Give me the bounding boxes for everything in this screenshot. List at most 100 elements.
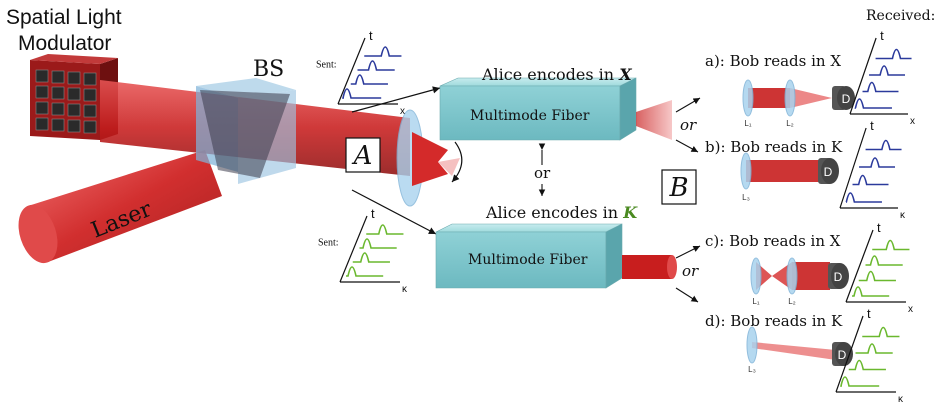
alice-x-label: Alice encodes in X [481, 65, 632, 84]
pulse-trace [869, 65, 906, 76]
pulse-trace [854, 98, 892, 109]
axis-t-label: t [877, 220, 881, 235]
pulse-trace [346, 266, 384, 277]
pulse-trace [359, 238, 397, 249]
slm-pixel-grid [35, 69, 97, 134]
slm-pixel [35, 69, 49, 83]
slm-label-line2: Modulator [18, 32, 111, 55]
case-c-optics: D L₁ L₂ [750, 257, 849, 306]
axis-x-label: κ [900, 210, 906, 221]
svg-text:L₃: L₃ [742, 193, 750, 202]
case-b-label: b): Bob reads in K [705, 138, 843, 156]
laser-beam [18, 150, 222, 264]
axis-x-label: x [910, 116, 915, 127]
pulse-trace [865, 255, 903, 266]
fiber-k [435, 223, 677, 289]
pulse-trace [875, 48, 912, 60]
arrow-case-d [675, 287, 699, 303]
alice-k-label: Alice encodes in K [485, 203, 638, 222]
pulse-trace [872, 239, 910, 251]
pulse-trace [352, 252, 390, 263]
detector-d: D [832, 342, 853, 366]
slm-pixel [51, 70, 65, 84]
slm-pixel [51, 86, 65, 100]
svg-text:D: D [842, 92, 851, 106]
pulse-trace [366, 224, 404, 235]
svg-text:L₁: L₁ [744, 119, 751, 128]
beam-splitter [196, 78, 296, 184]
pulse-trace [357, 60, 395, 71]
point-a-box: A [345, 137, 381, 173]
slm-pixel [67, 119, 81, 133]
point-a-label: A [352, 141, 373, 171]
svg-text:D: D [824, 165, 833, 179]
lens-a [396, 109, 463, 207]
slm-pixel [35, 101, 49, 115]
pulse-trace [862, 326, 900, 338]
arrow-to-fiber-k [351, 189, 437, 235]
pulse-trace [342, 88, 382, 99]
axis-x-label: κ [898, 394, 904, 405]
point-b-label: B [668, 173, 688, 203]
axis-t-label: t [369, 28, 373, 43]
pulse-trace [852, 286, 890, 297]
svg-text:L₃: L₃ [748, 365, 756, 374]
axis-t-line [339, 215, 368, 283]
received-label: Received: [866, 8, 935, 24]
pulse-trace [865, 139, 902, 151]
slm-pixel [35, 85, 49, 99]
fiber-x-label: Multimode Fiber [470, 108, 590, 124]
pulse-trace [855, 343, 893, 354]
arrow-case-c [675, 245, 701, 259]
detector-b: D [818, 158, 839, 184]
spatial-light-modulator [30, 54, 118, 140]
pulse-trace [852, 174, 889, 186]
pulse-trace [845, 192, 882, 203]
detector-c: D [828, 263, 849, 289]
arrow-case-a [675, 97, 701, 113]
svg-text:L₂: L₂ [786, 119, 794, 128]
axis-t-line [849, 37, 877, 115]
slm-pixel [83, 72, 97, 86]
fiber-k-label: Multimode Fiber [468, 252, 588, 268]
axis-t-line [835, 315, 864, 393]
fiber-x [439, 77, 672, 141]
received-plot-a: tx [849, 28, 915, 127]
axis-t-line [337, 37, 366, 105]
pulse-trace [840, 376, 880, 387]
case-c-label: c): Bob reads in X [705, 232, 841, 250]
sent-label: Sent: [316, 60, 337, 71]
sent-label: Sent: [318, 238, 339, 249]
axis-t-label: t [870, 118, 874, 133]
slm-pixel [83, 88, 97, 102]
axis-t-label: t [867, 306, 871, 321]
point-b-box: B [661, 169, 697, 205]
case-d-optics: D L₃ [746, 326, 853, 374]
pulse-trace [858, 270, 896, 282]
arrow-case-b [675, 139, 699, 153]
svg-text:D: D [834, 270, 843, 284]
arrow-to-fiber-x [351, 86, 441, 113]
received-plot-d: tκ [835, 306, 904, 405]
pulse-trace [350, 74, 388, 85]
case-d-label: d): Bob reads in K [705, 312, 843, 330]
slm-pixel [83, 120, 97, 134]
case-a-optics: D L₁ L₂ [742, 79, 855, 128]
slm-pixel [51, 118, 65, 132]
slm-pixel [83, 104, 97, 118]
pulse-trace [364, 46, 402, 57]
pulse-trace [859, 157, 896, 168]
axis-t-label: t [880, 28, 884, 43]
or-top-label: or [680, 116, 697, 134]
case-b-optics: D L₃ [740, 152, 839, 202]
slm-label-line1: Spatial Light [6, 6, 122, 29]
axis-x-label: x [400, 106, 405, 117]
axis-t-line [839, 127, 867, 209]
svg-text:L₁: L₁ [752, 297, 759, 306]
axis-x-label: x [908, 304, 913, 315]
slm-pixel [35, 117, 49, 131]
slm-pixel [67, 103, 81, 117]
slm-pixel [51, 102, 65, 116]
